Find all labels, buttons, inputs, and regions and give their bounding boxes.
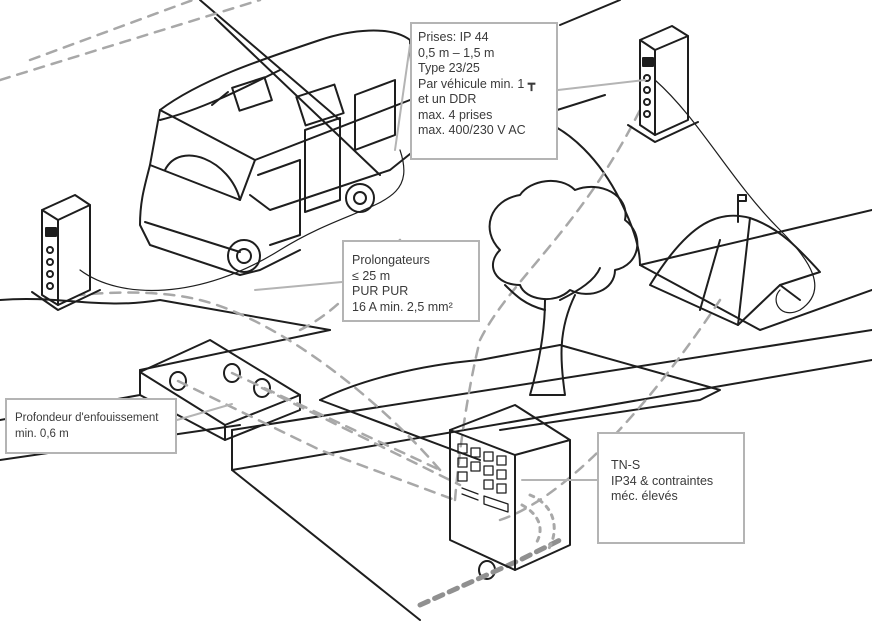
callout-line: PUR PUR [352, 284, 409, 298]
callout-line: max. 400/230 V AC [418, 123, 526, 137]
feed-cable [417, 537, 563, 608]
callout-line: Type 23/25 [418, 61, 480, 75]
power-pedestal-icon [627, 25, 699, 143]
callout-line: 16 A min. 2,5 mm² [352, 299, 453, 314]
callout-line: Profondeur d'enfouissement [15, 412, 159, 424]
callout-line: TN-S [611, 458, 641, 472]
campervan-icon [139, 29, 416, 276]
tree-icon [488, 179, 639, 396]
callout-line: ≤ 25 m [352, 268, 391, 283]
cable-trench-icon [139, 339, 496, 580]
tent-icon [649, 194, 821, 326]
callout-tns: TN-S IP34 & contraintes méc. élevés [597, 432, 745, 544]
callout-prises: Prises: IP 44 0,5 m – 1,5 m Type 23/25 P… [410, 22, 558, 160]
callout-line: Par véhicule min. 1 ┳ [418, 76, 536, 91]
callout-leaders [176, 44, 646, 481]
callout-line: min. 0,6 m [15, 427, 69, 440]
callout-line: IP34 & contraintes [611, 473, 714, 488]
callout-profondeur: Profondeur d'enfouissement min. 0,6 m [5, 398, 177, 454]
callout-line: Prolongateurs [352, 253, 430, 267]
distribution-cabinet-icon [449, 404, 571, 571]
power-pedestal-icon [31, 194, 101, 311]
callout-prolongateurs: Prolongateurs ≤ 25 m PUR PUR 16 A min. 2… [342, 240, 480, 322]
callout-line: et un DDR [418, 92, 477, 106]
callout-line: max. 4 prises [418, 107, 493, 122]
callout-line: Prises: IP 44 [418, 30, 489, 44]
callout-line: 0,5 m – 1,5 m [418, 45, 495, 60]
callout-line: méc. élevés [611, 489, 678, 503]
